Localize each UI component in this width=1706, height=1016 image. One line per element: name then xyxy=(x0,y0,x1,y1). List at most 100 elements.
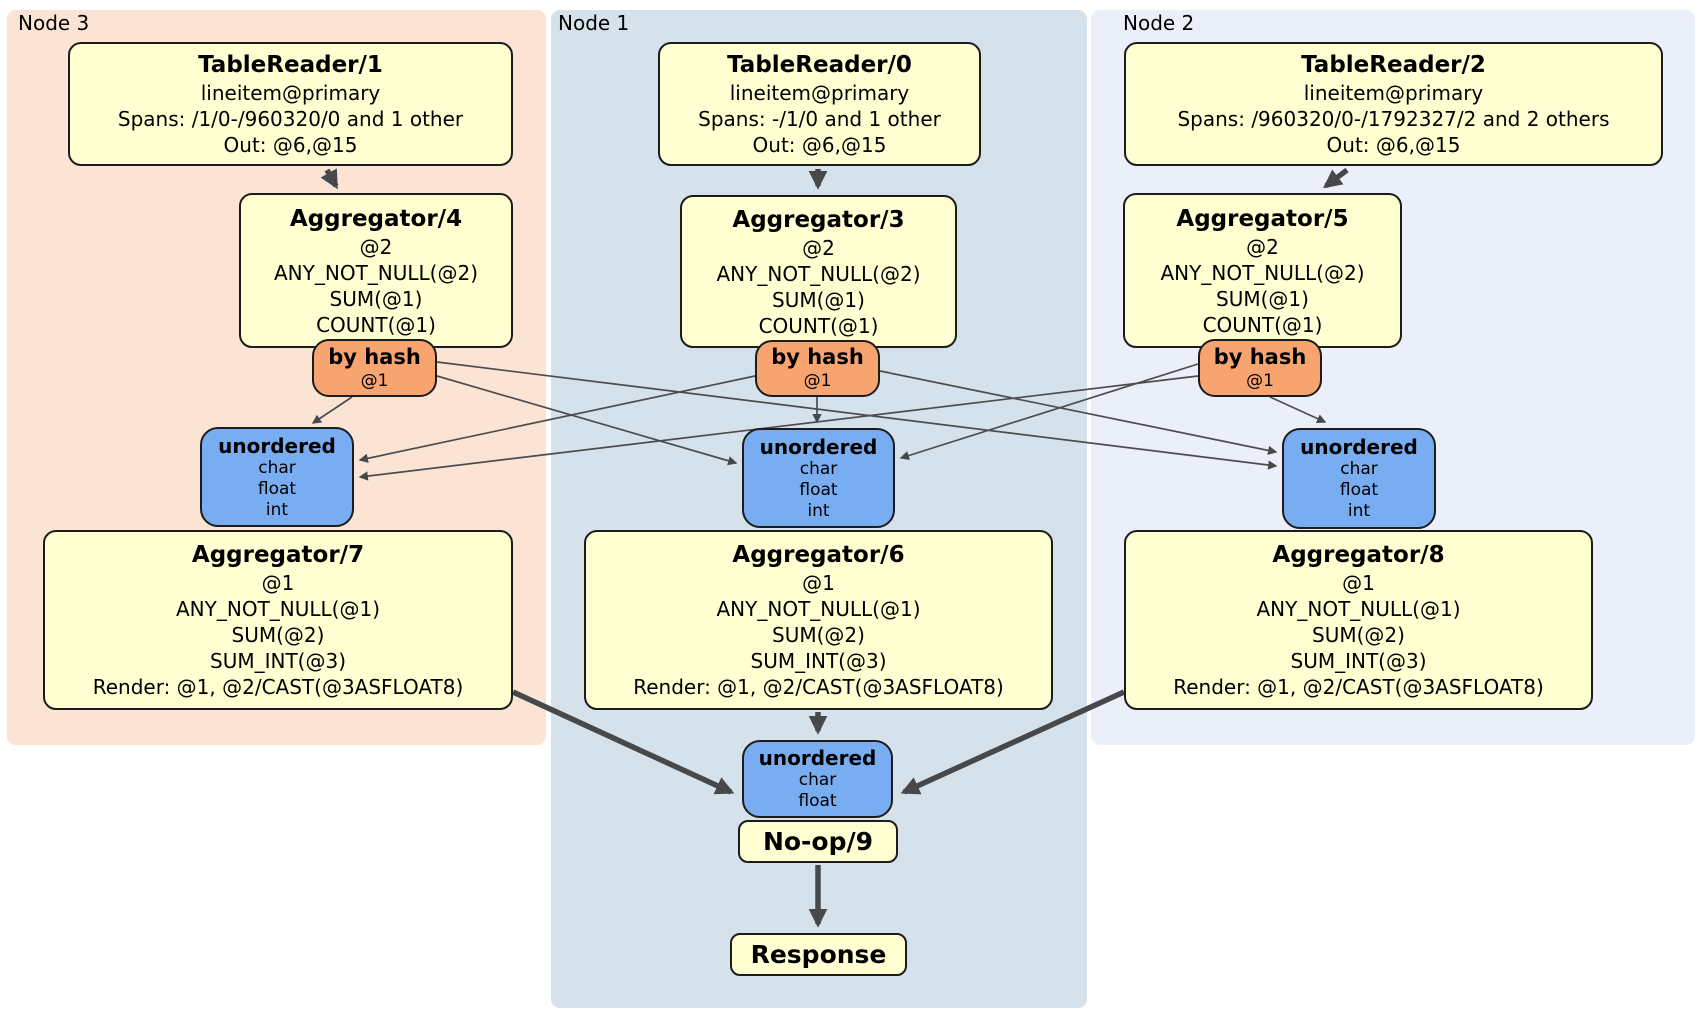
edge-aggregator8-to-final-sync xyxy=(900,689,1126,795)
processor-spans: Spans: /960320/0-/1792327/2 and 2 others xyxy=(1177,107,1610,131)
region-node-3-label: Node 3 xyxy=(18,11,90,35)
processor-aggfn: SUM_INT(@3) xyxy=(210,649,346,673)
edge-hash3-to-sync-right xyxy=(879,370,1278,455)
processor-aggregator-6: Aggregator/6 @1 ANY_NOT_NULL(@1) SUM(@2)… xyxy=(584,530,1053,710)
processor-aggfn: SUM_INT(@3) xyxy=(1290,649,1427,673)
edge-hash5-to-sync-left xyxy=(358,375,1199,481)
processor-aggfn: SUM_INT(@3) xyxy=(750,649,887,673)
processor-aggfn: ANY_NOT_NULL(@2) xyxy=(274,260,478,285)
processor-index: lineitem@primary xyxy=(200,81,381,105)
sync-title: unordered xyxy=(218,433,336,458)
sync-title: unordered xyxy=(1300,435,1418,459)
router-by-hash-5: by hash @1 xyxy=(1198,339,1322,397)
processor-groupby: @1 xyxy=(261,571,295,595)
sync-type: char xyxy=(258,457,296,478)
processor-aggfn: SUM(@1) xyxy=(329,286,423,311)
router-key: @1 xyxy=(803,371,832,391)
region-node-1-label: Node 1 xyxy=(558,11,630,35)
processor-response: Response xyxy=(730,933,907,976)
sync-unordered-final: unordered char float xyxy=(742,740,893,818)
sync-type: char xyxy=(1340,459,1378,479)
processor-render: Render: @1, @2/CAST(@3ASFLOAT8) xyxy=(1173,675,1544,699)
sync-type: int xyxy=(1347,501,1371,521)
processor-tablereader-1: TableReader/1 lineitem@primary Spans: /1… xyxy=(68,42,513,166)
processor-groupby: @2 xyxy=(802,235,835,260)
router-by-hash-3: by hash @1 xyxy=(755,340,880,397)
sync-unordered-right: unordered char float int xyxy=(1282,428,1436,529)
processor-aggregator-7: Aggregator/7 @1 ANY_NOT_NULL(@1) SUM(@2)… xyxy=(43,530,513,710)
processor-out: Out: @6,@15 xyxy=(752,133,887,157)
sync-title: unordered xyxy=(759,434,878,459)
processor-aggregator-3: Aggregator/3 @2 ANY_NOT_NULL(@2) SUM(@1)… xyxy=(680,195,957,348)
router-title: by hash xyxy=(1213,344,1307,369)
processor-title: Aggregator/6 xyxy=(732,542,905,568)
processor-groupby: @2 xyxy=(359,234,393,259)
router-title: by hash xyxy=(771,345,864,369)
processor-spans: Spans: /1/0-/960320/0 and 1 other xyxy=(117,107,464,131)
sync-type: int xyxy=(807,500,830,521)
sync-type: char xyxy=(799,458,838,479)
processor-aggfn: SUM(@1) xyxy=(772,287,865,312)
edge-hash3-to-sync-left xyxy=(358,375,756,463)
processor-aggfn: ANY_NOT_NULL(@1) xyxy=(1256,597,1461,621)
processor-aggfn: ANY_NOT_NULL(@1) xyxy=(716,597,921,621)
processor-aggfn: SUM(@1) xyxy=(1216,286,1309,311)
edge-tablereader2-to-aggregator5 xyxy=(1323,167,1349,189)
processor-index: lineitem@primary xyxy=(729,81,910,105)
edge-hash4-to-sync-left xyxy=(311,396,353,424)
processor-aggfn: ANY_NOT_NULL(@1) xyxy=(176,597,380,621)
processor-groupby: @1 xyxy=(802,571,835,595)
processor-title: Aggregator/3 xyxy=(732,206,905,233)
processor-title: Aggregator/8 xyxy=(1272,542,1445,568)
processor-title: TableReader/0 xyxy=(727,52,912,78)
sync-title: unordered xyxy=(758,746,877,770)
processor-aggfn: SUM(@2) xyxy=(772,623,865,647)
router-title: by hash xyxy=(328,344,421,369)
processor-aggfn: COUNT(@1) xyxy=(1202,312,1323,337)
edge-aggregator7-to-final-sync xyxy=(511,689,735,795)
processor-title: Aggregator/5 xyxy=(1176,205,1349,232)
processor-render: Render: @1, @2/CAST(@3ASFLOAT8) xyxy=(92,675,464,699)
region-node-2-label: Node 2 xyxy=(1123,11,1195,35)
processor-title: TableReader/2 xyxy=(1301,52,1486,78)
processor-aggfn: SUM(@2) xyxy=(231,623,325,647)
processor-aggfn: ANY_NOT_NULL(@2) xyxy=(716,261,921,286)
processor-title: TableReader/1 xyxy=(198,52,383,78)
processor-aggregator-5: Aggregator/5 @2 ANY_NOT_NULL(@2) SUM(@1)… xyxy=(1123,193,1402,348)
processor-title: Aggregator/4 xyxy=(289,205,463,232)
sync-type: float xyxy=(799,479,838,500)
processor-render: Render: @1, @2/CAST(@3ASFLOAT8) xyxy=(633,675,1004,699)
processor-aggfn: COUNT(@1) xyxy=(758,313,879,338)
processor-groupby: @1 xyxy=(1342,571,1375,595)
processor-title: Aggregator/7 xyxy=(191,542,365,568)
edge-tablereader1-to-aggregator4 xyxy=(320,168,339,190)
processor-aggregator-4: Aggregator/4 @2 ANY_NOT_NULL(@2) SUM(@1)… xyxy=(239,193,513,348)
processor-noop-9: No-op/9 xyxy=(738,820,898,863)
processor-title: No-op/9 xyxy=(762,826,874,856)
processor-aggfn: COUNT(@1) xyxy=(316,312,436,337)
sync-type: float xyxy=(257,478,297,499)
processor-tablereader-2: TableReader/2 lineitem@primary Spans: /9… xyxy=(1124,42,1663,166)
processor-tablereader-0: TableReader/0 lineitem@primary Spans: -/… xyxy=(658,42,981,166)
sync-unordered-left: unordered char float int xyxy=(200,427,354,527)
edge-hash4-to-sync-right xyxy=(436,361,1278,470)
processor-index: lineitem@primary xyxy=(1303,81,1484,105)
sync-unordered-middle: unordered char float int xyxy=(742,428,895,528)
processor-spans: Spans: -/1/0 and 1 other xyxy=(698,107,941,131)
processor-out: Out: @6,@15 xyxy=(1326,133,1461,157)
sync-type: int xyxy=(265,499,289,520)
processor-aggfn: ANY_NOT_NULL(@2) xyxy=(1160,260,1365,285)
processor-aggfn: SUM(@2) xyxy=(1312,623,1405,647)
processor-aggregator-8: Aggregator/8 @1 ANY_NOT_NULL(@1) SUM(@2)… xyxy=(1124,530,1593,710)
edge-hash5-to-sync-middle xyxy=(899,363,1199,461)
router-key: @1 xyxy=(1246,370,1274,391)
processor-groupby: @2 xyxy=(1246,234,1279,259)
processor-title: Response xyxy=(750,939,887,969)
sync-type: char xyxy=(798,770,837,790)
sync-type: float xyxy=(798,791,837,811)
sync-type: float xyxy=(1339,480,1379,500)
edge-hash4-to-sync-middle xyxy=(436,375,738,466)
router-key: @1 xyxy=(360,370,389,391)
